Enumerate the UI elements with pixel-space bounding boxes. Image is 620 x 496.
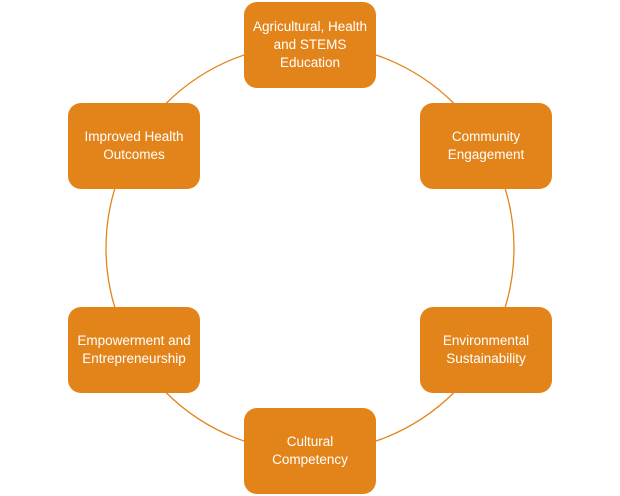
cycle-node-label: Improved Health Outcomes — [84, 129, 184, 162]
cycle-node-label: Empowerment and Entrepreneurship — [77, 333, 191, 366]
cycle-node-empowerment-and-entrepreneurship: Empowerment and Entrepreneurship — [68, 307, 200, 393]
cycle-node-label: Community Engagement — [447, 129, 525, 162]
cycle-node-label: Agricultural, Health and STEMS Education — [252, 19, 368, 70]
cycle-node-improved-health-outcomes: Improved Health Outcomes — [68, 103, 200, 189]
cycle-node-label: Cultural Competency — [272, 434, 348, 467]
cycle-node-agricultural-health-stems-education: Agricultural, Health and STEMS Education — [244, 2, 376, 88]
cycle-node-environmental-sustainability: Environmental Sustainability — [420, 307, 552, 393]
cycle-node-label: Environmental Sustainability — [442, 333, 530, 366]
cycle-node-community-engagement: Community Engagement — [420, 103, 552, 189]
cycle-node-cultural-competency: Cultural Competency — [244, 408, 376, 494]
